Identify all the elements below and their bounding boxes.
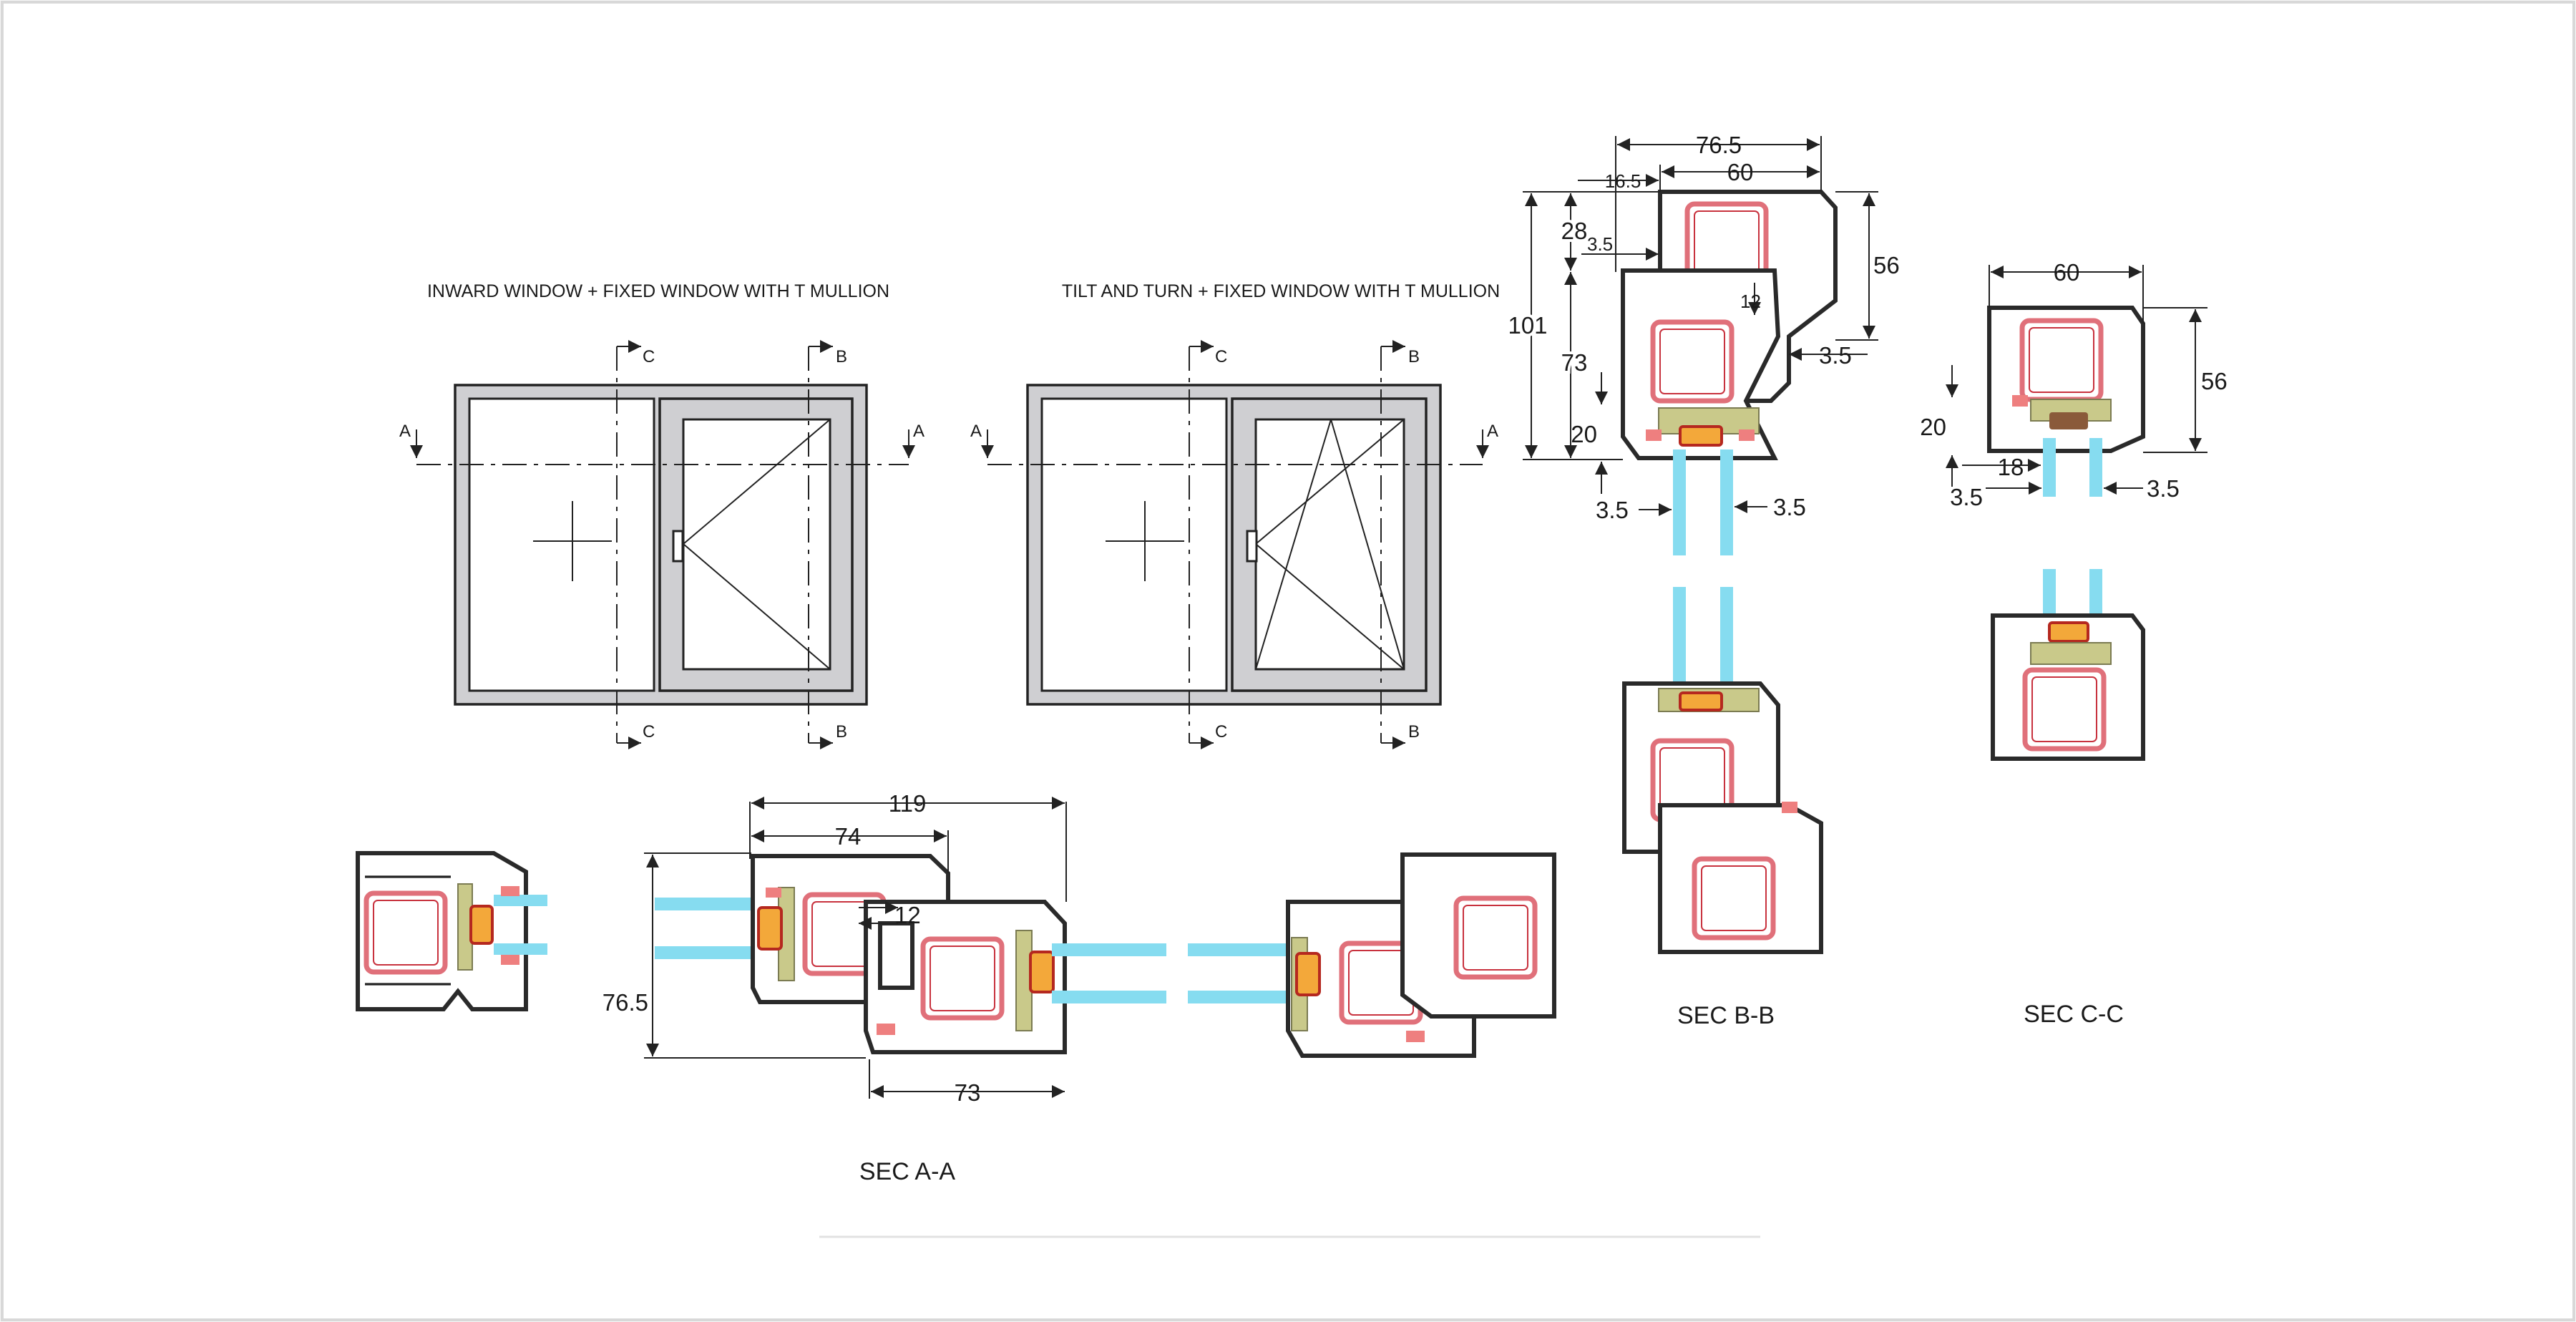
cut-label: A [1487,422,1498,441]
tilt-line [1255,419,1332,670]
dim-sash: 74 [835,823,862,850]
glass-pane [1188,943,1288,956]
dimensions-b: 76.5 60 16.5 101 28 73 20 56 3.5 [1505,132,1900,523]
profile-left-jamb [356,851,547,1011]
opening-line [683,419,831,545]
section-b-b: 76.5 60 16.5 101 28 73 20 56 3.5 [1505,132,1900,1029]
cut-label: A [970,422,982,441]
glass-pane [655,946,776,959]
dim-top: 60 [1727,159,1754,185]
cut-label: B [1408,722,1420,742]
tilt-line [1330,419,1405,670]
dim-lower: 20 [1571,421,1597,447]
fixed-pane [468,397,655,692]
sash-pane [682,418,831,671]
cut-label: B [1408,347,1420,366]
handle [1246,530,1258,563]
cut-label: C [1215,722,1227,742]
cut-label: A [399,422,411,441]
dim-upper: 28 [1561,218,1588,244]
opening-line [1255,419,1405,545]
fixed-pane [1040,397,1228,692]
elevation-tilt-turn-window: TILT AND TURN + FIXED WINDOW WITH T MULL… [970,281,1500,749]
sash-pane [1254,418,1405,671]
dim-rebate: 12 [894,902,921,928]
dim-right: 56 [1873,252,1900,278]
dim-height: 101 [1508,312,1547,339]
dim-gap-left-low: 3.5 [1596,497,1629,523]
dim-gap-right-low: 3.5 [1773,494,1806,520]
section-a-a: 119 74 73 76.5 12 SEC A-A [356,790,1556,1185]
dim-right: 56 [2201,368,2228,394]
opening-line [683,543,831,670]
dim-height: 76.5 [602,989,648,1016]
cut-label: C [643,722,655,742]
dim-gap-left: 3.5 [1950,484,1983,510]
dim-overall: 76.5 [1696,132,1742,158]
cut-label: B [836,722,847,742]
glass-pane [655,898,776,910]
elevation-title: INWARD WINDOW + FIXED WINDOW WITH T MULL… [427,281,889,301]
dim-gap-left: 3.5 [1587,233,1613,255]
cut-label: A [913,422,924,441]
dim-middle: 73 [1561,349,1588,376]
section-label: SEC B-B [1677,1002,1775,1029]
elevation-title: TILT AND TURN + FIXED WINDOW WITH T MULL… [1062,281,1500,301]
profile-right-jamb [1286,852,1556,1058]
dimensions-c: 60 56 20 18 3.5 3.5 [1920,259,2227,510]
dim-offset: 16.5 [1605,170,1641,192]
dim-gap-right: 3.5 [2147,475,2180,502]
cut-label: C [643,347,655,366]
handle [672,530,684,563]
cut-label: B [836,347,847,366]
dim-gap-right: 3.5 [1819,342,1852,369]
dim-top: 60 [2054,259,2080,286]
elevation-inward-window: INWARD WINDOW + FIXED WINDOW WITH T MULL… [399,281,924,749]
glass-pane [1188,991,1288,1003]
dim-rebate: 12 [1740,291,1761,312]
dimensions-a: 119 74 73 76.5 12 [602,790,1067,1106]
dim-overall: 119 [889,790,927,817]
opening-line [1255,543,1405,670]
section-label: SEC C-C [2024,1001,2124,1028]
section-c-c: 60 56 20 18 3.5 3.5 SEC C-C [1920,259,2227,1028]
dim-frame: 73 [955,1079,981,1106]
profile-mullion-sash [751,854,1166,1054]
dim-bead: 18 [1998,454,2024,480]
dim-left: 20 [1920,414,1946,440]
section-label: SEC A-A [859,1158,955,1185]
cut-label: C [1215,347,1227,366]
